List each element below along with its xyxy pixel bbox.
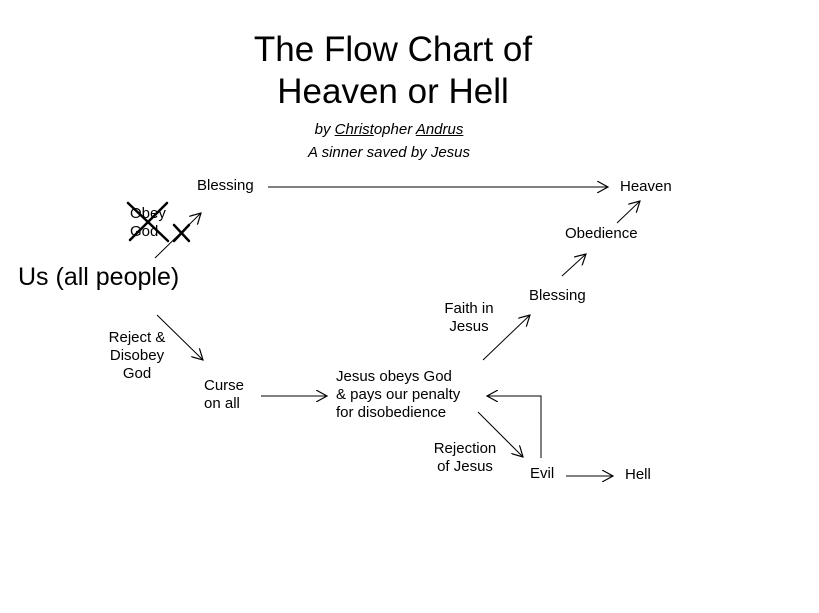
node-evil: Evil	[530, 465, 555, 482]
curse-line-2: on all	[204, 395, 240, 412]
author-name-part-2: opher	[373, 121, 416, 138]
small-x-mark	[172, 223, 191, 243]
jesus-line-2: & pays our penalty	[336, 386, 461, 403]
arrow-us-to-curse	[156, 314, 203, 360]
title-line-2: Heaven or Hell	[277, 72, 509, 111]
cross-out-mark	[126, 201, 170, 243]
edge-label-obey-god: Obey God	[130, 205, 166, 241]
node-curse-on-all: Curse on all	[204, 377, 244, 413]
node-blessing-top: Blessing	[197, 177, 254, 194]
node-heaven: Heaven	[620, 178, 672, 195]
author-name-part-1: Christ	[334, 121, 374, 138]
arrow-obedience-to-heaven	[616, 201, 640, 224]
jesus-line-3: for disobedience	[336, 404, 447, 421]
obey-label-line-1: Obey	[130, 205, 166, 222]
reject-label-line-3: God	[122, 365, 152, 382]
curse-line-1: Curse	[204, 377, 245, 394]
arrow-evil-back-to-jesus	[487, 396, 542, 458]
node-us-all-people: Us (all people)	[18, 263, 180, 291]
reject-label-line-1: Reject &	[108, 329, 166, 346]
rejection-label-line-1: Rejection	[433, 440, 497, 457]
arrow-blessing-to-obedience	[561, 254, 586, 277]
node-jesus-obeys-god: Jesus obeys God & pays our penalty for d…	[336, 368, 460, 422]
author-prefix: by	[314, 121, 335, 138]
author-name-part-3: Andrus	[415, 121, 464, 138]
faith-label-line-1: Faith in	[444, 300, 494, 317]
faith-label-line-2: Jesus	[449, 318, 489, 335]
author-line: by Christopher Andrus	[0, 121, 778, 139]
arrow-jesus-to-evil	[477, 411, 523, 457]
obey-label-line-2: God	[130, 223, 159, 240]
reject-label-line-2: Disobey	[109, 347, 165, 364]
edge-label-faith-in-jesus: Faith in Jesus	[440, 300, 498, 336]
node-blessing-mid: Blessing	[529, 287, 586, 304]
author-tagline: A sinner saved by Jesus	[307, 144, 471, 161]
title-line-1: The Flow Chart of	[253, 30, 533, 69]
jesus-line-1: Jesus obeys God	[336, 368, 452, 385]
arrow-jesus-to-blessing	[482, 315, 530, 361]
edge-label-rejection-of-jesus: Rejection of Jesus	[428, 440, 502, 476]
node-obedience: Obedience	[565, 225, 638, 242]
rejection-label-line-2: of Jesus	[437, 458, 493, 475]
edge-label-reject-disobey-god: Reject & Disobey God	[104, 329, 170, 383]
node-hell: Hell	[625, 466, 651, 483]
